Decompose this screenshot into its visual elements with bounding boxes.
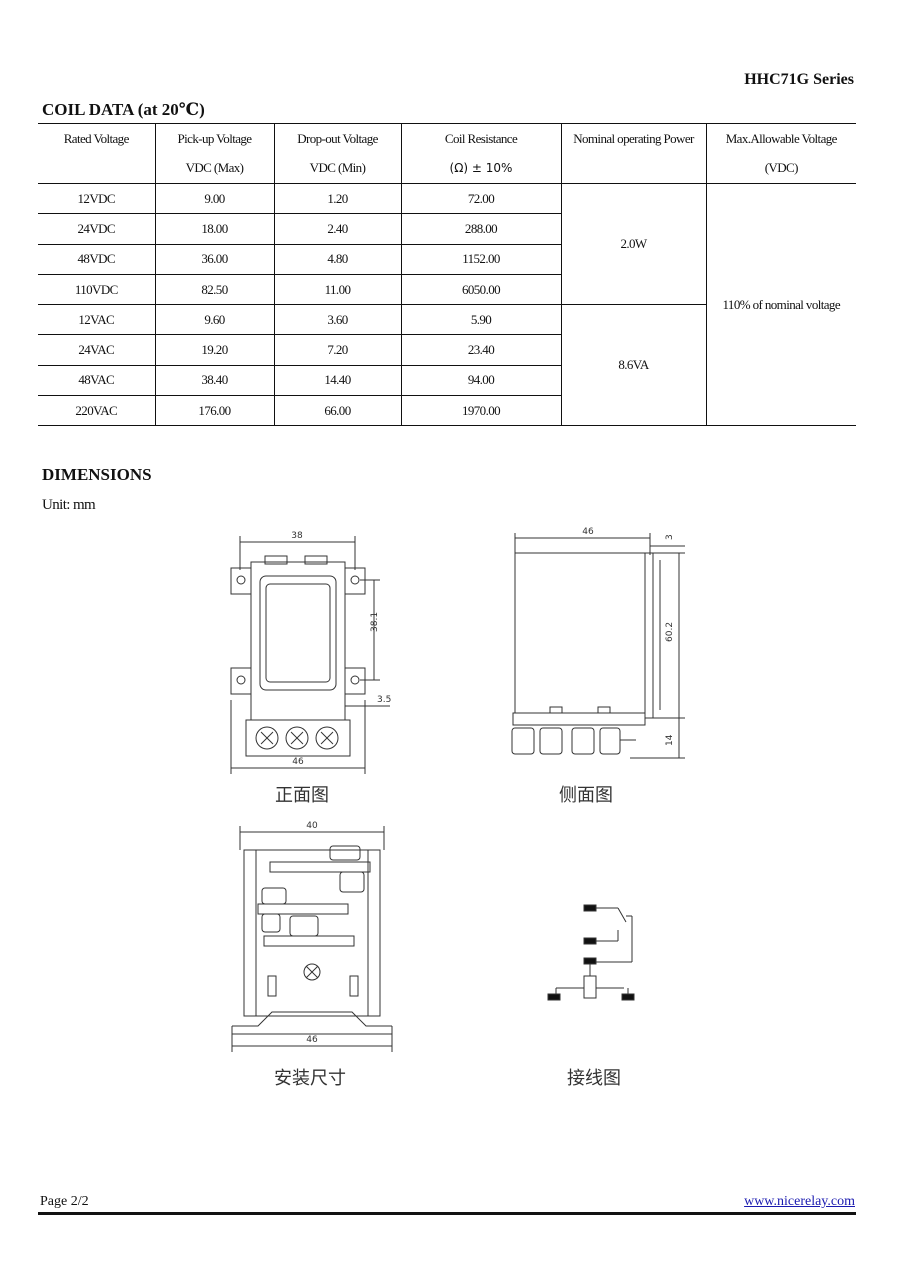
front-height-label: 38.1 [370,612,380,632]
cell-resistance: 1970.00 [400,395,561,427]
footer-divider [38,1212,856,1215]
cell-dropout: 1.20 [273,183,401,215]
cell-dropout: 3.60 [273,304,401,336]
mount-width-bottom-label: 46 [306,1035,318,1045]
front-offset-label: 3.5 [377,695,391,705]
cell-rated: 24VDC [38,213,155,245]
cell-pickup: 9.60 [154,304,274,336]
cell-pickup: 82.50 [154,274,274,306]
subheader-rated-voltage [38,153,155,184]
wiring-caption: 接线图 [567,1068,621,1089]
cell-rated: 220VAC [38,395,155,427]
cell-rated: 12VAC [38,304,155,336]
header-max-voltage: Max.Allowable Voltage [705,123,856,154]
front-view-caption: 正面图 [275,785,329,806]
wiring-diagram [547,904,635,1001]
cell-dropout: 11.00 [273,274,401,306]
cell-dropout: 66.00 [273,395,401,427]
cell-resistance: 72.00 [400,183,561,215]
cell-resistance: 288.00 [400,213,561,245]
cell-dropout: 14.40 [273,365,401,397]
cell-rated: 110VDC [38,274,155,306]
mount-view-drawing: 40 46 [231,821,393,1052]
cell-rated: 24VAC [38,334,155,366]
table-row: 12VAC 9.60 3.60 5.90 8.6VA [38,304,856,427]
subheader-dropout-unit: VDC (Min) [273,153,401,184]
cell-resistance: 1152.00 [400,244,561,275]
cell-pickup: 176.00 [154,395,274,427]
cell-resistance: 5.90 [400,304,561,336]
cell-dropout: 2.40 [273,213,401,245]
series-title: HHC71G Series [744,71,854,88]
header-dropout-voltage: Drop-out Voltage [273,123,401,154]
cell-rated: 12VDC [38,183,155,215]
side-view-caption: 侧面图 [559,785,613,806]
subheader-max-voltage-unit: (VDC) [705,153,856,184]
table-row: 48VDC 36.00 4.80 1152.00 [38,244,856,275]
side-width-label: 46 [582,527,594,537]
subheader-nominal-power [560,153,706,184]
side-top-gap-label: 3 [665,534,675,540]
coil-data-heading: COIL DATA (at 20℃) [42,100,205,119]
header-pickup-voltage: Pick-up Voltage [154,123,274,154]
cell-max-voltage: 110% of nominal voltage [705,183,856,427]
subheader-resistance-unit: (Ω) ± 10% [400,153,561,184]
cell-pickup: 9.00 [154,183,274,215]
cell-pickup: 18.00 [154,213,274,245]
page-number: Page 2/2 [40,1194,89,1209]
mount-width-top-label: 40 [306,821,318,831]
header-coil-resistance: Coil Resistance [400,123,561,154]
cell-pickup: 38.40 [154,365,274,397]
cell-pickup: 19.20 [154,334,274,366]
dimensions-heading: DIMENSIONS [42,465,152,484]
front-view-drawing: 38 38.1 3.5 46 [230,531,391,774]
table-row: 48VAC 38.40 14.40 94.00 [38,365,856,397]
cell-dropout: 4.80 [273,244,401,275]
cell-rated: 48VDC [38,244,155,275]
subheader-pickup-unit: VDC (Max) [154,153,274,184]
website-link[interactable]: www.nicerelay.com [744,1194,855,1209]
unit-label: Unit: mm [42,497,96,513]
front-width-top-label: 38 [291,531,303,541]
header-rated-voltage: Rated Voltage [38,123,155,154]
front-width-bottom-label: 46 [292,757,304,767]
side-height-label: 60.2 [665,622,675,642]
table-row: 12VDC 9.00 1.20 72.00 2.0W 110% of nomin… [38,183,856,427]
side-view-drawing: 46 3 60.2 14 [511,527,685,759]
side-terminal-label: 14 [665,734,675,746]
table-row: 24VDC 18.00 2.40 288.00 [38,213,856,245]
mount-view-caption: 安装尺寸 [274,1068,346,1089]
cell-pickup: 36.00 [154,244,274,275]
table-row: 110VDC 82.50 11.00 6050.00 [38,274,856,306]
header-nominal-power: Nominal operating Power [560,123,706,154]
cell-rated: 48VAC [38,365,155,397]
table-row: 220VAC 176.00 66.00 1970.00 [38,395,856,427]
cell-power-ac: 8.6VA [560,304,706,427]
coil-data-table: Rated Voltage Pick-up Voltage Drop-out V… [38,123,856,427]
cell-resistance: 23.40 [400,334,561,366]
cell-dropout: 7.20 [273,334,401,366]
cell-resistance: 6050.00 [400,274,561,306]
table-row: 24VAC 19.20 7.20 23.40 [38,334,856,366]
cell-power-dc: 2.0W [560,183,706,306]
cell-resistance: 94.00 [400,365,561,397]
